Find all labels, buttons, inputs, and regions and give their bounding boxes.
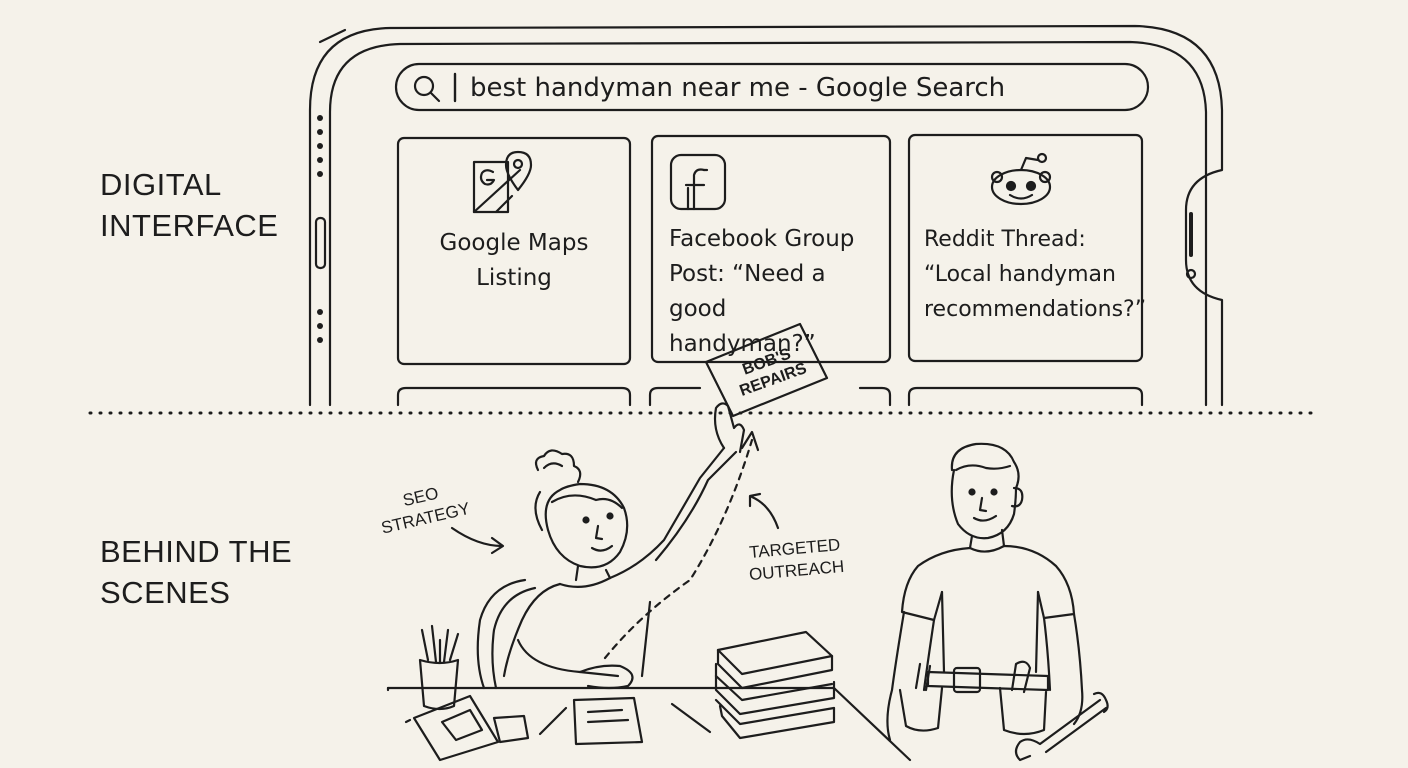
phone-frame xyxy=(308,24,1224,407)
facebook-icon xyxy=(669,153,727,211)
card-title-reddit[interactable]: Reddit Thread: “Local handyman recommend… xyxy=(924,222,1147,327)
result-card-facebook[interactable] xyxy=(650,134,892,364)
section-label-line: DIGITAL xyxy=(100,167,222,202)
book-stack xyxy=(714,630,836,740)
card-title-line: “Local handyman xyxy=(924,262,1116,287)
woman-figure xyxy=(502,402,746,690)
outreach-note-arrow xyxy=(750,495,780,530)
card-title-line: Google Maps xyxy=(439,230,589,256)
result-card-reddit[interactable] xyxy=(907,133,1144,363)
card-title-line: Listing xyxy=(476,265,552,291)
card-title-facebook[interactable]: Facebook Group Post: “Need a good handym… xyxy=(669,222,887,362)
section-label-digital-interface: DIGITAL INTERFACE xyxy=(100,164,278,246)
reddit-icon xyxy=(990,152,1052,206)
desk-papers xyxy=(404,694,712,762)
section-label-line: BEHIND THE xyxy=(100,534,293,569)
outreach-arrow xyxy=(603,430,760,660)
card-title-line: handyman?” xyxy=(669,331,816,357)
card-title-line: recommendations?” xyxy=(924,297,1147,322)
note-targeted-outreach: TARGETED OUTREACH xyxy=(746,534,845,586)
search-icon xyxy=(413,75,441,103)
seo-arrow xyxy=(450,526,504,548)
card-title-line: Facebook Group xyxy=(669,226,855,252)
section-label-line: INTERFACE xyxy=(100,208,279,243)
handyman-figure xyxy=(886,442,1109,762)
chair xyxy=(476,578,537,690)
card-title-line: Reddit Thread: xyxy=(924,227,1086,252)
card-title-line: Post: “Need a good xyxy=(669,261,826,322)
section-label-line: SCENES xyxy=(100,575,231,610)
google-maps-icon xyxy=(472,150,533,214)
result-card-partial xyxy=(396,386,1144,407)
card-title-maps[interactable]: Google Maps Listing xyxy=(400,226,628,296)
section-label-behind-the-scenes: BEHIND THE SCENES xyxy=(100,531,292,613)
bobs-repairs-sign xyxy=(704,322,829,418)
search-input[interactable]: best handyman near me - Google Search xyxy=(470,73,1006,103)
search-bar[interactable] xyxy=(394,62,1150,112)
pencil-cup xyxy=(418,624,460,711)
result-card-maps[interactable] xyxy=(396,136,632,366)
